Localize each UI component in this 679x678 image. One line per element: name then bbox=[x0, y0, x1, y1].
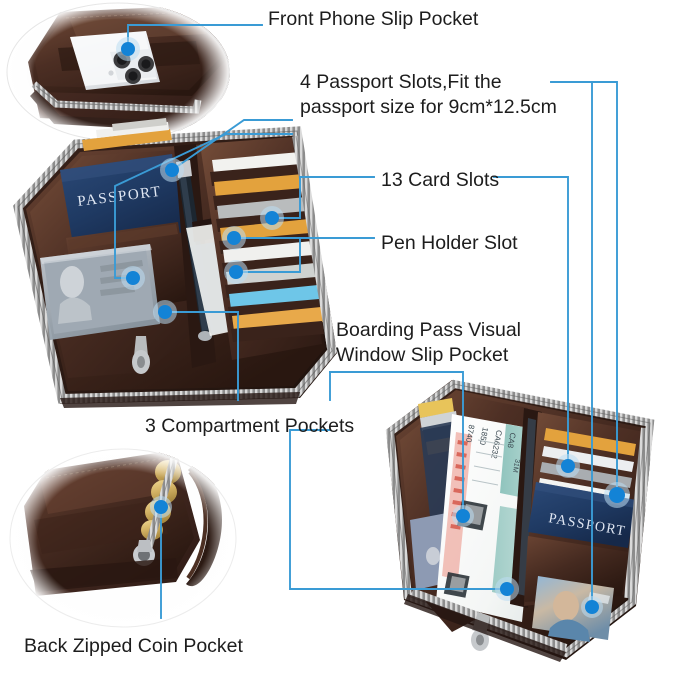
leader-card-slots-left bbox=[271, 176, 375, 219]
leader-front-phone-slip-pocket bbox=[127, 24, 263, 50]
callout-dot bbox=[581, 596, 603, 618]
callout-dot bbox=[260, 206, 284, 230]
callout-label-passport-slots-line2: passport size for 9cm*12.5cm bbox=[300, 96, 557, 118]
callout-label-front-phone-slip-pocket: Front Phone Slip Pocket bbox=[268, 8, 479, 30]
pen-in-holder bbox=[176, 160, 214, 341]
boarding-pass-ticket: CA8 CA6232 1850 8740 31M bbox=[436, 414, 540, 622]
callout-dot bbox=[153, 300, 177, 324]
wallet-with-phone-photo bbox=[6, 2, 230, 142]
callout-dot bbox=[116, 37, 140, 61]
svg-text:1850: 1850 bbox=[478, 427, 490, 447]
passport-holder-right: PASSPORT bbox=[528, 482, 636, 548]
callout-dot bbox=[222, 226, 246, 250]
callout-dot bbox=[224, 260, 248, 284]
leader-passport-b bbox=[114, 133, 293, 279]
callout-dot bbox=[160, 158, 184, 182]
callout-dot bbox=[604, 482, 630, 508]
callout-label-passport-slots-line1: 4 Passport Slots,Fit the bbox=[300, 71, 502, 93]
card-slots-stack bbox=[210, 152, 324, 342]
callout-dot bbox=[495, 577, 519, 601]
svg-text:8740: 8740 bbox=[464, 424, 476, 444]
callout-label-pen-holder-slot: Pen Holder Slot bbox=[381, 232, 518, 254]
smartphone bbox=[70, 31, 160, 90]
callout-dot bbox=[452, 505, 474, 527]
leader-boarding-a bbox=[329, 371, 464, 517]
callout-dot bbox=[150, 496, 172, 518]
id-window-left bbox=[40, 244, 160, 340]
leader-pen-holder-b bbox=[235, 239, 301, 273]
closed-wallet-coin-pocket-photo bbox=[9, 448, 237, 628]
callout-dot bbox=[121, 266, 145, 290]
leader-compartment bbox=[164, 311, 239, 401]
zipper-pull-2 bbox=[471, 612, 490, 651]
zipper-pull-disc bbox=[133, 540, 155, 566]
wrist-strap bbox=[186, 462, 222, 587]
callout-label-compartment-pockets: 3 Compartment Pockets bbox=[145, 415, 355, 437]
callout-label-boarding-pass-line1: Boarding Pass Visual bbox=[336, 319, 522, 341]
photo-id-card bbox=[532, 576, 614, 642]
svg-text:PASSPORT: PASSPORT bbox=[547, 511, 627, 539]
callout-label-card-slots: 13 Card Slots bbox=[381, 169, 500, 191]
leader-passport-a bbox=[170, 119, 293, 172]
svg-text:PASSPORT: PASSPORT bbox=[77, 184, 163, 210]
leader-passport-right-trunk bbox=[550, 81, 618, 496]
callout-label-back-zipped-coin-pocket: Back Zipped Coin Pocket bbox=[24, 635, 243, 657]
svg-text:CA8: CA8 bbox=[505, 432, 517, 450]
callout-dot bbox=[556, 454, 580, 478]
callout-label-boarding-pass-line2: Window Slip Pocket bbox=[336, 344, 509, 366]
open-wallet-interior-photo: PASSPORT bbox=[13, 118, 337, 408]
zipper-pull bbox=[132, 336, 150, 374]
leader-boarding-b bbox=[289, 429, 508, 590]
open-wallet-boarding-pass-photo: CA8 CA6232 1850 8740 31M bbox=[385, 379, 655, 662]
coins bbox=[141, 460, 181, 540]
svg-text:31M: 31M bbox=[511, 458, 521, 473]
passport-holder-left: PASSPORT bbox=[60, 154, 185, 250]
svg-text:CA6232: CA6232 bbox=[489, 429, 503, 460]
